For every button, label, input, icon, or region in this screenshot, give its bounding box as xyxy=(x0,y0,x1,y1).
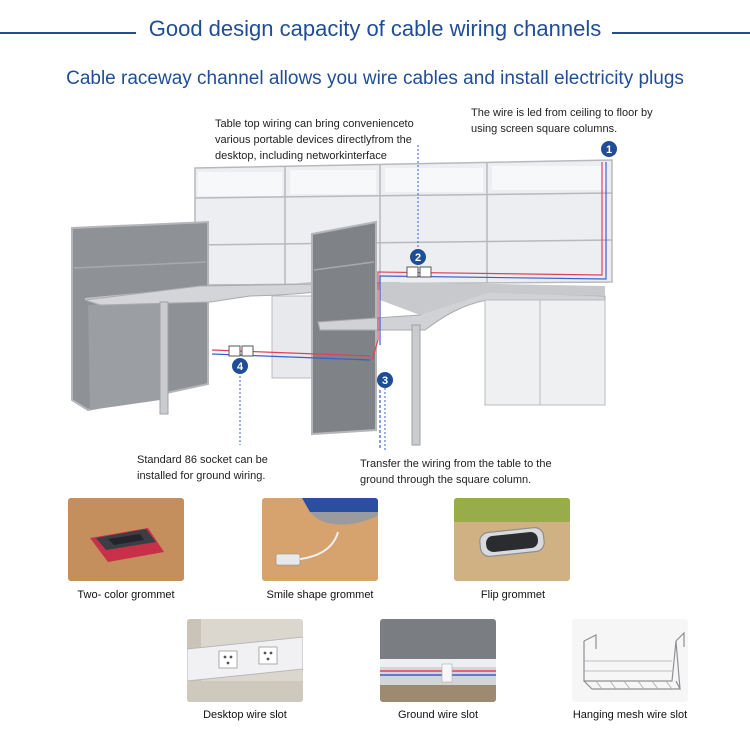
caption-desktop-wire-slot: Desktop wire slot xyxy=(203,709,287,721)
caption-two-color-grommet: Two- color grommet xyxy=(77,589,175,601)
workstation-diagram: 1 2 3 4 xyxy=(71,141,617,452)
callout-text-4: Standard 86 socket can be installed for … xyxy=(137,454,268,482)
wiring-lines xyxy=(211,162,607,450)
caption-smile-shape-grommet: Smile shape grommet xyxy=(266,589,374,601)
page-title: Good design capacity of cable wiring cha… xyxy=(148,16,602,41)
caption-flip-grommet: Flip grommet xyxy=(480,589,546,601)
back-screen-panels xyxy=(194,159,613,286)
callout-badge-3: 3 xyxy=(377,372,393,388)
svg-text:4: 4 xyxy=(237,361,244,373)
page-subtitle: Cable raceway channel allows you wire ca… xyxy=(66,68,684,89)
callout-text-3: Transfer the wiring from the table to th… xyxy=(360,458,552,486)
caption-hanging-mesh-wire-slot: Hanging mesh wire slot xyxy=(572,709,688,721)
left-partition xyxy=(71,220,209,412)
callout-badge-4: 4 xyxy=(232,358,248,374)
svg-text:2: 2 xyxy=(415,252,421,264)
svg-text:3: 3 xyxy=(382,375,388,387)
callout-text-2: Table top wiring can bring convenienceto… xyxy=(215,118,414,162)
hanging-mesh-wire-slot-photo xyxy=(572,619,688,702)
header-rule-left xyxy=(0,32,136,34)
right-desk xyxy=(317,282,606,446)
two-color-grommet-photo xyxy=(68,498,184,581)
leader-lines xyxy=(239,145,419,452)
flip-grommet-photo xyxy=(454,498,570,581)
callout-badge-2: 2 xyxy=(410,249,426,265)
smile-shape-grommet-photo xyxy=(262,498,378,581)
callout-badge-1: 1 xyxy=(601,141,617,157)
desktop-wire-slot-photo xyxy=(187,619,303,702)
socket-boxes xyxy=(228,266,432,357)
header: Good design capacity of cable wiring cha… xyxy=(0,14,750,50)
header-rule-right xyxy=(612,32,750,34)
ground-wire-slot-photo xyxy=(380,619,496,702)
svg-text:1: 1 xyxy=(606,144,612,156)
caption-ground-wire-slot: Ground wire slot xyxy=(397,709,479,721)
callout-text-1: The wire is led from ceiling to floor by… xyxy=(471,107,653,135)
